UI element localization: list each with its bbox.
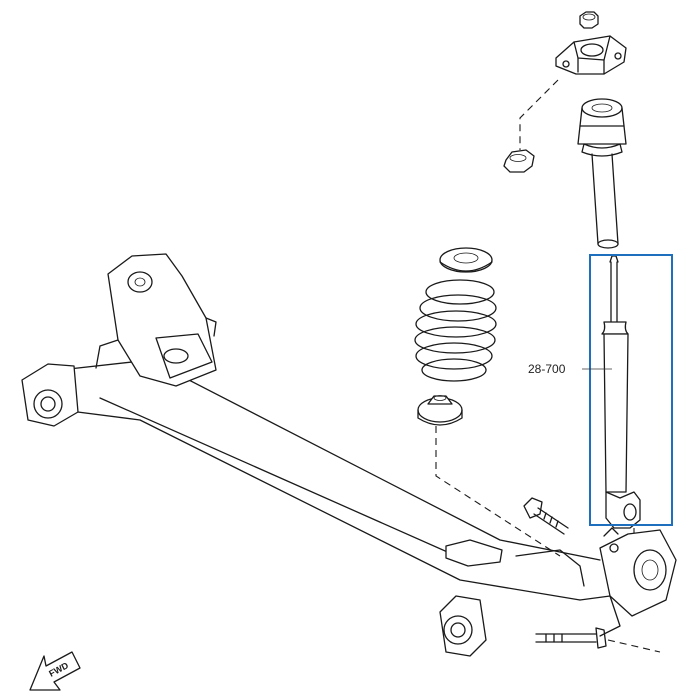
hex-nut-icon[interactable] — [503, 149, 535, 173]
upper-mount-nut-icon[interactable] — [579, 11, 599, 29]
shock-absorber-highlight-box — [589, 254, 673, 526]
dust-boot-icon[interactable] — [577, 98, 627, 249]
rear-axle-beam-icon[interactable] — [21, 253, 677, 657]
spring-lower-seat-icon[interactable] — [417, 395, 463, 426]
mounting-bolt-icon[interactable] — [523, 497, 569, 535]
fwd-direction-arrow-icon: FWD — [29, 651, 81, 691]
coil-spring-icon[interactable] — [414, 279, 497, 382]
lower-bolt-icon[interactable] — [535, 627, 607, 649]
upper-mount-icon[interactable] — [555, 35, 627, 75]
shock-absorber-icon[interactable] — [601, 255, 641, 529]
spring-upper-seat-icon[interactable] — [439, 247, 493, 273]
part-number-label: 28-700 — [528, 362, 566, 376]
